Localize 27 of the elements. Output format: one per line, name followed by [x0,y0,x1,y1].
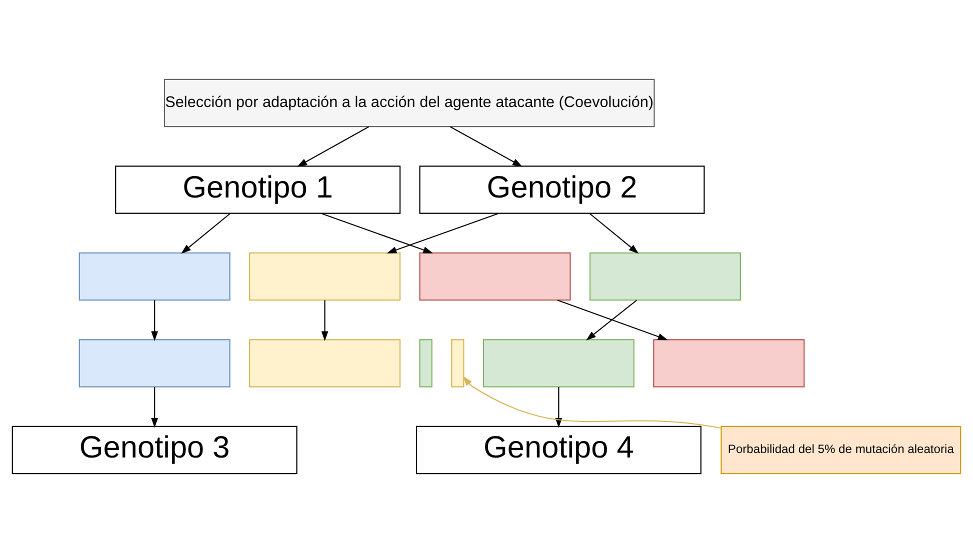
arrow [297,126,370,166]
node-box: Genotipo 1 [115,165,401,214]
arrow [320,212,434,253]
node-box [249,338,401,387]
arrow [321,300,328,341]
node-box [419,338,432,387]
node-box: Genotipo 4 [416,425,702,474]
node-box [249,252,401,300]
arrow [181,212,230,254]
node-box [451,338,464,387]
arrow [450,126,522,166]
arrow [386,212,499,253]
node-box: Selección por adaptación a la acción del agente atacante (Coevolución) [164,78,655,127]
node-box [482,338,634,387]
node-box: Genotipo 3 [12,425,298,474]
arrow [589,212,639,254]
node-box [653,338,805,387]
node-box [589,252,741,300]
node-box: Porbabilidad del 5% de mutación aleatoria [720,425,962,474]
arrow [151,386,158,428]
node-box [78,252,230,300]
arrow [151,300,158,341]
arrow [586,299,638,340]
node-box [78,338,230,387]
node-box [419,252,571,300]
node-box: Genotipo 2 [419,165,705,214]
arrow [557,299,668,340]
